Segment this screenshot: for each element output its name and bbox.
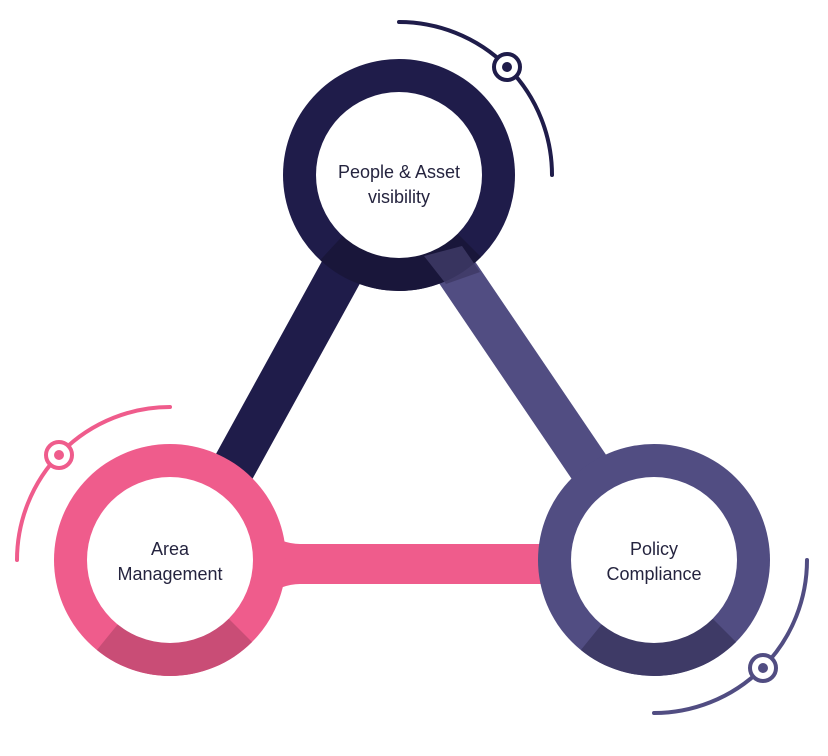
orbit-policy bbox=[652, 558, 809, 715]
label-people-asset-line2: visibility bbox=[368, 187, 430, 207]
node-area-management bbox=[54, 444, 286, 676]
connector-people-policy bbox=[432, 250, 628, 510]
orbit-area bbox=[15, 405, 172, 562]
connector-overlap-shade bbox=[424, 246, 480, 284]
orbit-target-icon bbox=[748, 653, 778, 683]
connector-area-policy bbox=[270, 544, 580, 584]
node-people-asset bbox=[283, 59, 515, 291]
label-area-management-line1: Area bbox=[151, 539, 190, 559]
node-policy-compliance bbox=[538, 444, 770, 676]
label-people-asset-line1: People & Asset bbox=[338, 162, 460, 182]
label-policy-compliance-line1: Policy bbox=[630, 539, 678, 559]
label-policy-compliance-line2: Compliance bbox=[606, 564, 701, 584]
orbit-people bbox=[397, 20, 554, 177]
label-area-management-line2: Management bbox=[117, 564, 222, 584]
orbit-target-icon bbox=[492, 52, 522, 82]
orbit-target-icon bbox=[44, 440, 74, 470]
